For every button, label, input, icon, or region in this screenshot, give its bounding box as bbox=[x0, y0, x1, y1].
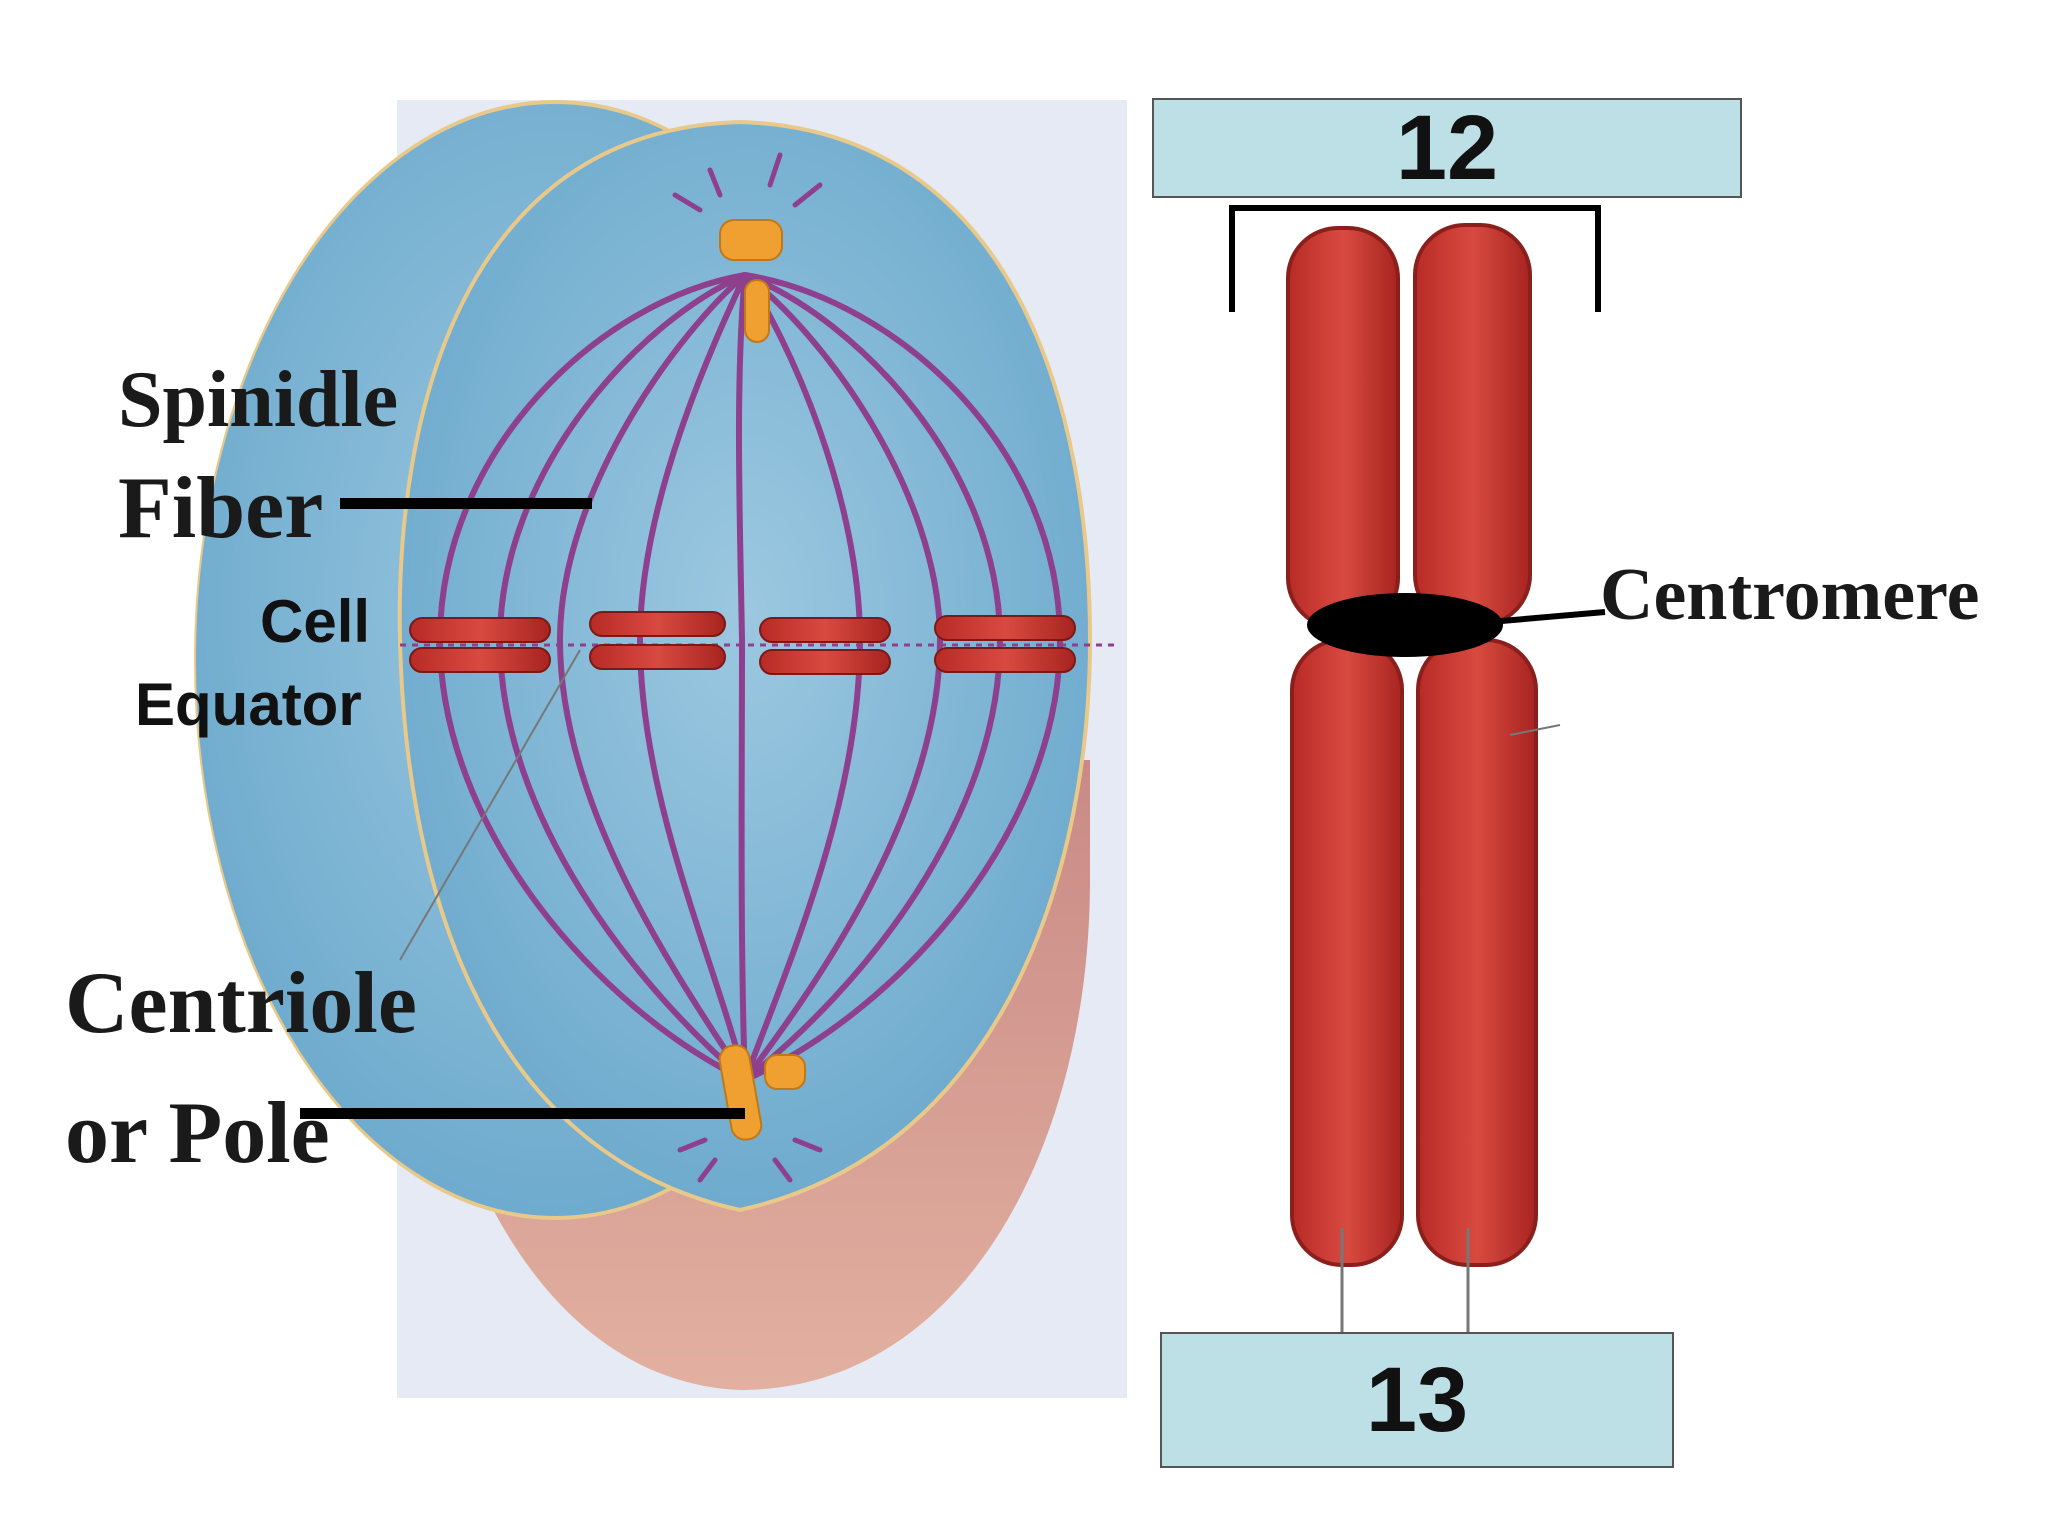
aster-bottom bbox=[677, 1137, 823, 1183]
chromosome-1 bbox=[409, 617, 551, 673]
centriole-label-line1: Centriole bbox=[65, 955, 417, 1052]
chromatid-bracket bbox=[1229, 205, 1601, 312]
aster-top bbox=[672, 152, 823, 213]
centriole-label-line2: or Pole bbox=[65, 1085, 330, 1182]
chromatid-right-upper bbox=[1413, 223, 1532, 627]
side-tick-line bbox=[1509, 724, 1561, 736]
chromatid-left-upper bbox=[1286, 226, 1400, 630]
cell-equator-label-line1: Cell bbox=[260, 588, 371, 655]
chromosome-4 bbox=[934, 615, 1076, 673]
centromere-leader-line bbox=[1489, 609, 1606, 625]
equator-leader-line bbox=[399, 649, 581, 961]
answer-box-12[interactable]: 12 bbox=[1152, 97, 1742, 199]
spindle-fibers bbox=[436, 272, 1064, 1083]
replicated-chromosome bbox=[1229, 205, 1606, 1332]
chromosome-3 bbox=[759, 617, 891, 675]
spindle-fiber-pointer bbox=[340, 498, 592, 509]
chromatid-left-lower bbox=[1290, 638, 1404, 1267]
cell-equator-label-line2: Equator bbox=[135, 671, 362, 738]
centromere-blob bbox=[1307, 593, 1503, 657]
spindle-fiber-label-line1: Spinidle bbox=[118, 356, 399, 444]
spindle-fiber-label-line2: Fiber bbox=[118, 460, 324, 557]
centriole-pointer bbox=[300, 1108, 745, 1119]
equator-chromosomes bbox=[409, 611, 1076, 675]
chromosome-2 bbox=[589, 611, 726, 670]
centromere-label: Centromere bbox=[1600, 554, 1980, 636]
answer-box-13[interactable]: 13 bbox=[1160, 1332, 1674, 1468]
centriole-top bbox=[719, 219, 783, 343]
